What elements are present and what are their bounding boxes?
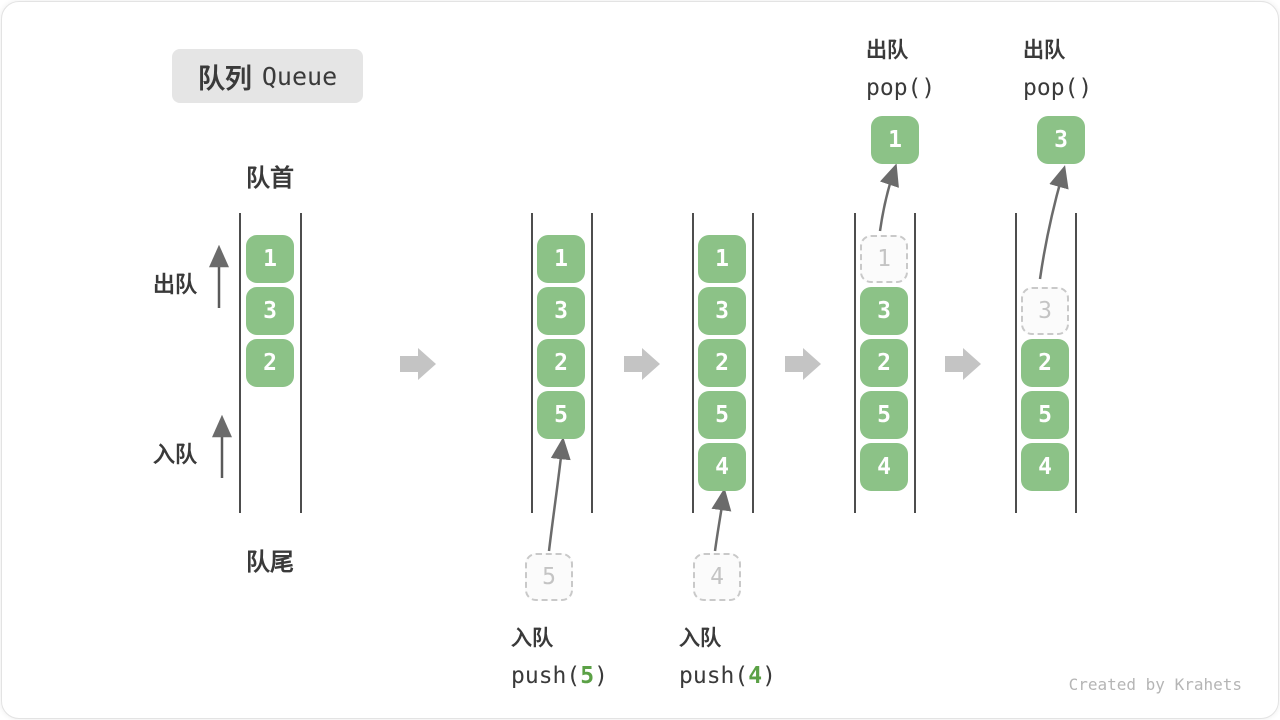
queue-cell: 2 xyxy=(698,339,746,387)
queue-cell: 5 xyxy=(537,391,585,439)
title-badge: 队列 Queue xyxy=(172,49,363,103)
incoming-value-box: 4 xyxy=(693,553,741,601)
queue-wall xyxy=(300,213,302,513)
block-arrow-icon xyxy=(624,348,660,380)
queue-cell: 4 xyxy=(698,443,746,491)
block-arrow-icon xyxy=(785,348,821,380)
queue-cell: 1 xyxy=(698,235,746,283)
queue-front-label: 队首 xyxy=(246,165,294,192)
queue-cell: 1 xyxy=(246,235,294,283)
queue-cell: 4 xyxy=(1021,443,1069,491)
enqueue4-annotation: 入队 push(4) xyxy=(679,622,776,689)
queue-cell: 3 xyxy=(246,287,294,335)
enqueue5-label: 入队 xyxy=(511,627,553,650)
queue-wall xyxy=(752,213,754,513)
queue-wall xyxy=(692,213,694,513)
pop-first-code: pop() xyxy=(866,75,936,101)
pop3-arrow xyxy=(1038,165,1069,280)
queue-cell: 2 xyxy=(246,339,294,387)
queue-cell: 3 xyxy=(698,287,746,335)
enqueue5-arg: 5 xyxy=(580,663,595,689)
pop-second-label: 出队 xyxy=(1023,39,1065,62)
removed-slot-box: 1 xyxy=(860,235,908,283)
queue-cell: 4 xyxy=(860,443,908,491)
queue-wall xyxy=(1015,213,1017,513)
queue-cell: 5 xyxy=(698,391,746,439)
enqueue5-code: push(5) xyxy=(511,663,608,689)
push5-arrow xyxy=(547,436,571,552)
queue-cell: 2 xyxy=(1021,339,1069,387)
queue-cell: 3 xyxy=(537,287,585,335)
enqueue4-arg: 4 xyxy=(748,663,763,689)
pop1-arrow xyxy=(878,163,899,232)
pop-first-annotation: 出队 pop() xyxy=(866,34,935,101)
watermark: Created by Krahets xyxy=(1068,675,1242,694)
queue-cell: 5 xyxy=(860,391,908,439)
block-arrow-icon xyxy=(945,348,981,380)
queue-rear-label: 队尾 xyxy=(246,549,294,576)
popped-value-box: 1 xyxy=(871,116,919,164)
queue-wall xyxy=(531,213,533,513)
enqueue5-annotation: 入队 push(5) xyxy=(511,622,608,689)
queue-cell: 2 xyxy=(537,339,585,387)
enqueue4-code: push(4) xyxy=(679,663,776,689)
queue-cell: 5 xyxy=(1021,391,1069,439)
title-zh: 队列 xyxy=(197,63,252,94)
popped-value-box: 3 xyxy=(1037,116,1085,164)
pop-second-annotation: 出队 pop() xyxy=(1023,34,1092,101)
queue-cell: 3 xyxy=(860,287,908,335)
queue-cell: 1 xyxy=(537,235,585,283)
enqueue-side-label: 入队 xyxy=(153,442,198,467)
queue-wall xyxy=(239,213,241,513)
queue-wall xyxy=(1075,213,1077,513)
push4-arrow xyxy=(711,487,732,552)
pop-first-label: 出队 xyxy=(866,39,908,62)
queue-cell: 2 xyxy=(860,339,908,387)
title-en: Queue xyxy=(261,61,338,91)
enqueue4-label: 入队 xyxy=(679,627,721,650)
queue-wall xyxy=(854,213,856,513)
block-arrow-icon xyxy=(400,348,436,380)
dequeue-side-label: 出队 xyxy=(153,272,198,297)
queue-wall xyxy=(591,213,593,513)
queue-wall xyxy=(914,213,916,513)
removed-slot-box: 3 xyxy=(1021,287,1069,335)
incoming-value-box: 5 xyxy=(525,553,573,601)
pop-second-code: pop() xyxy=(1023,75,1093,101)
